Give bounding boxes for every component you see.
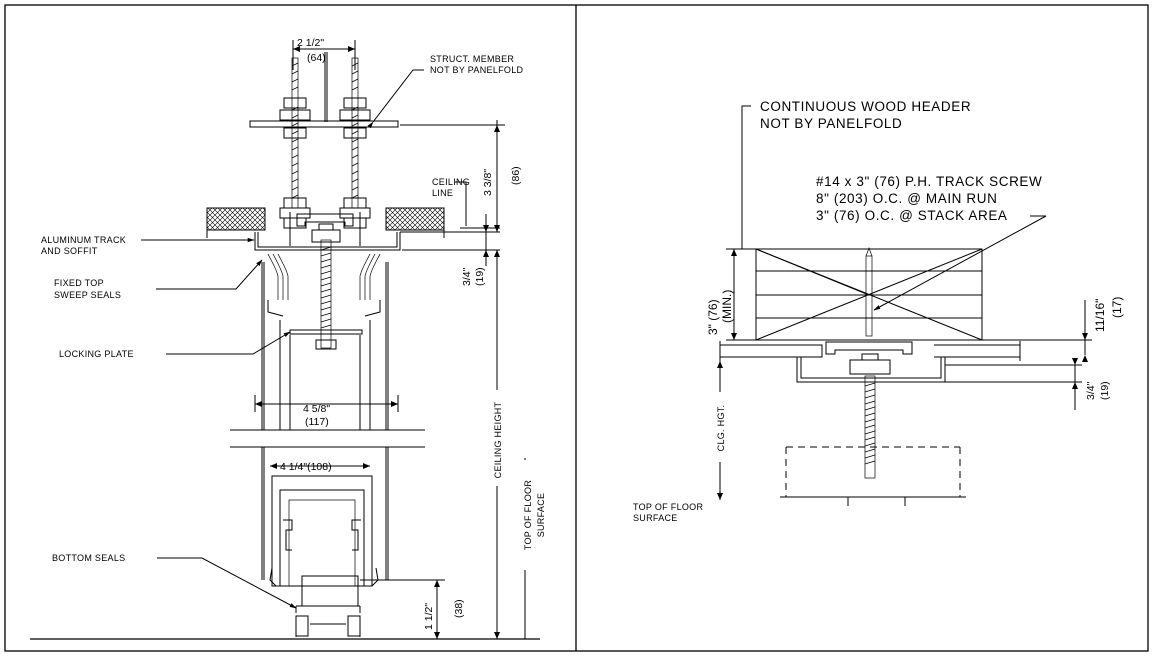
dim-soffit: 3/4" xyxy=(461,267,473,286)
dim-bottom: 1 1/2" xyxy=(423,603,435,630)
dim-bottom-mm: (38) xyxy=(453,599,465,618)
center-bolt xyxy=(320,239,332,349)
label-aluminum-track-1: ALUMINUM TRACK xyxy=(41,235,126,245)
left-detail: 2 1/2" (64) STRUCT. MEMBER NOT xyxy=(30,37,546,640)
label-wood-header-2: NOT BY PANELFOLD xyxy=(760,116,902,131)
track-assembly xyxy=(719,341,1082,383)
ceiling-tile-right xyxy=(385,207,445,231)
label-fixed-top-1: FIXED TOP xyxy=(54,278,104,288)
dim-height: 3 3/8" xyxy=(482,169,494,196)
label-clg-hgt: CLG. HGT. xyxy=(716,405,726,452)
bottom-seals xyxy=(295,575,361,640)
sweep-seals xyxy=(267,253,381,317)
label-struct-member-1: STRUCT. MEMBER xyxy=(430,54,514,64)
dim-header: 3" (76) xyxy=(706,299,720,335)
right-detail: CONTINUOUS WOOD HEADER NOT BY PANELFOLD … xyxy=(633,99,1124,523)
label-right-floor-2: SURFACE xyxy=(633,513,678,523)
dim-top-width: 2 1/2" xyxy=(297,37,324,49)
label-wood-header-1: CONTINUOUS WOOD HEADER xyxy=(760,99,971,114)
dim-side-mm: (17) xyxy=(1110,297,1124,318)
ceiling-tile-left xyxy=(206,207,266,231)
label-fixed-top-2: SWEEP SEALS xyxy=(54,290,121,300)
label-bottom-seals: BOTTOM SEALS xyxy=(52,553,125,563)
wood-header xyxy=(755,247,983,341)
label-right-floor-1: TOP OF FLOOR xyxy=(633,502,703,512)
label-ceiling-height: CEILING HEIGHT xyxy=(493,401,503,478)
dim-soffit-right-mm: (19) xyxy=(1099,381,1111,400)
label-track-screw-1: #14 x 3" (76) P.H. TRACK SCREW xyxy=(816,174,1042,189)
dim-width: 4 5/8" xyxy=(303,403,330,415)
right-bolt xyxy=(864,375,876,479)
label-track-screw-3: 3" (76) O.C. @ STACK AREA xyxy=(816,208,1008,223)
dim-side: 11/16" xyxy=(1093,299,1107,332)
label-top-floor-2: SURFACE xyxy=(536,493,546,538)
dim-panel: 4 1/4"(108) xyxy=(280,461,332,473)
locking-plate xyxy=(289,329,363,335)
label-ceiling-2: LINE xyxy=(432,188,453,198)
panel-section xyxy=(269,475,379,587)
struct-flange xyxy=(249,120,399,128)
dim-width-mm: (117) xyxy=(305,416,329,428)
dim-soffit-right: 3/4" xyxy=(1085,381,1097,400)
label-locking-plate: LOCKING PLATE xyxy=(59,349,134,359)
label-ceiling-1: CEILING xyxy=(432,177,470,187)
dim-height-mm: (86) xyxy=(510,166,522,185)
dashed-panel xyxy=(780,446,966,506)
dim-top-width-mm: (64) xyxy=(307,52,326,64)
aluminum-track xyxy=(254,212,500,251)
dim-header-min: (MIN.) xyxy=(720,290,734,323)
label-struct-member-2: NOT BY PANELFOLD xyxy=(430,65,524,75)
label-track-screw-2: 8" (203) O.C. @ MAIN RUN xyxy=(816,191,997,206)
dim-soffit-mm: (19) xyxy=(474,267,486,286)
label-aluminum-track-2: AND SOFFIT xyxy=(41,246,98,256)
label-top-floor-1: TOP OF FLOOR xyxy=(523,480,533,550)
